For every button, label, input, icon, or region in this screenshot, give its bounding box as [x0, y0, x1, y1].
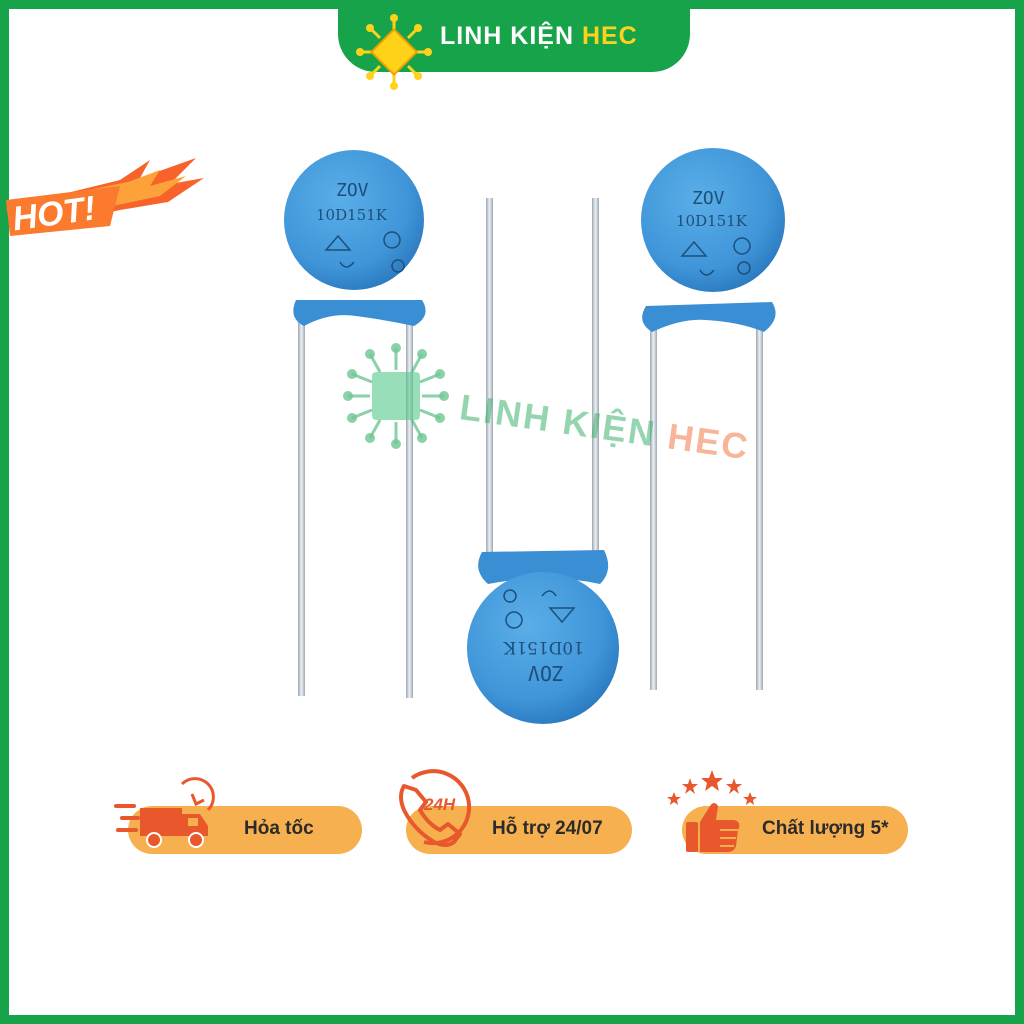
right-varistor-marking-1: ZOV	[692, 188, 725, 209]
center-varistor-body: ZOV 10D151K	[467, 550, 619, 724]
right-varistor-body: ZOV 10D151K	[641, 148, 785, 332]
center-varistor-lead-1	[486, 198, 493, 558]
watermark-chip-icon	[343, 343, 449, 449]
feature-support-label: Hỗ trợ 24/07	[492, 818, 603, 839]
support-24h-phone-icon: 24H	[399, 769, 472, 847]
left-varistor-marking-2: 10D151K	[316, 206, 388, 224]
hot-badge: HOT!	[6, 158, 204, 238]
delivery-truck-icon	[114, 777, 215, 848]
center-varistor-marking-1: ZOV	[528, 661, 564, 685]
chip-logo-icon	[356, 14, 432, 90]
right-varistor-lead-2	[756, 320, 763, 690]
center-varistor-lead-2	[592, 198, 599, 558]
brand-name: LINH KIỆN HEC	[440, 22, 638, 51]
brand-name-main: LINH KIỆN	[440, 22, 574, 50]
right-varistor-marking-2: 10D151K	[676, 212, 748, 230]
right-varistor-lead-1	[650, 318, 657, 690]
feature-quality-label: Chất lượng 5*	[762, 818, 889, 839]
center-varistor-marking-2: 10D151K	[503, 637, 584, 657]
brand-name-accent: HEC	[581, 22, 638, 50]
feature-fast-delivery-label: Hỏa tốc	[244, 818, 314, 839]
left-varistor-lead-1	[298, 300, 305, 696]
support-24h-text: 24H	[423, 795, 456, 814]
thumbs-up-stars-icon	[667, 770, 757, 852]
left-varistor-body: ZOV 10D151K	[284, 150, 426, 326]
left-varistor-marking-1: ZOV	[336, 180, 369, 201]
left-varistor-lead-2	[406, 310, 413, 698]
